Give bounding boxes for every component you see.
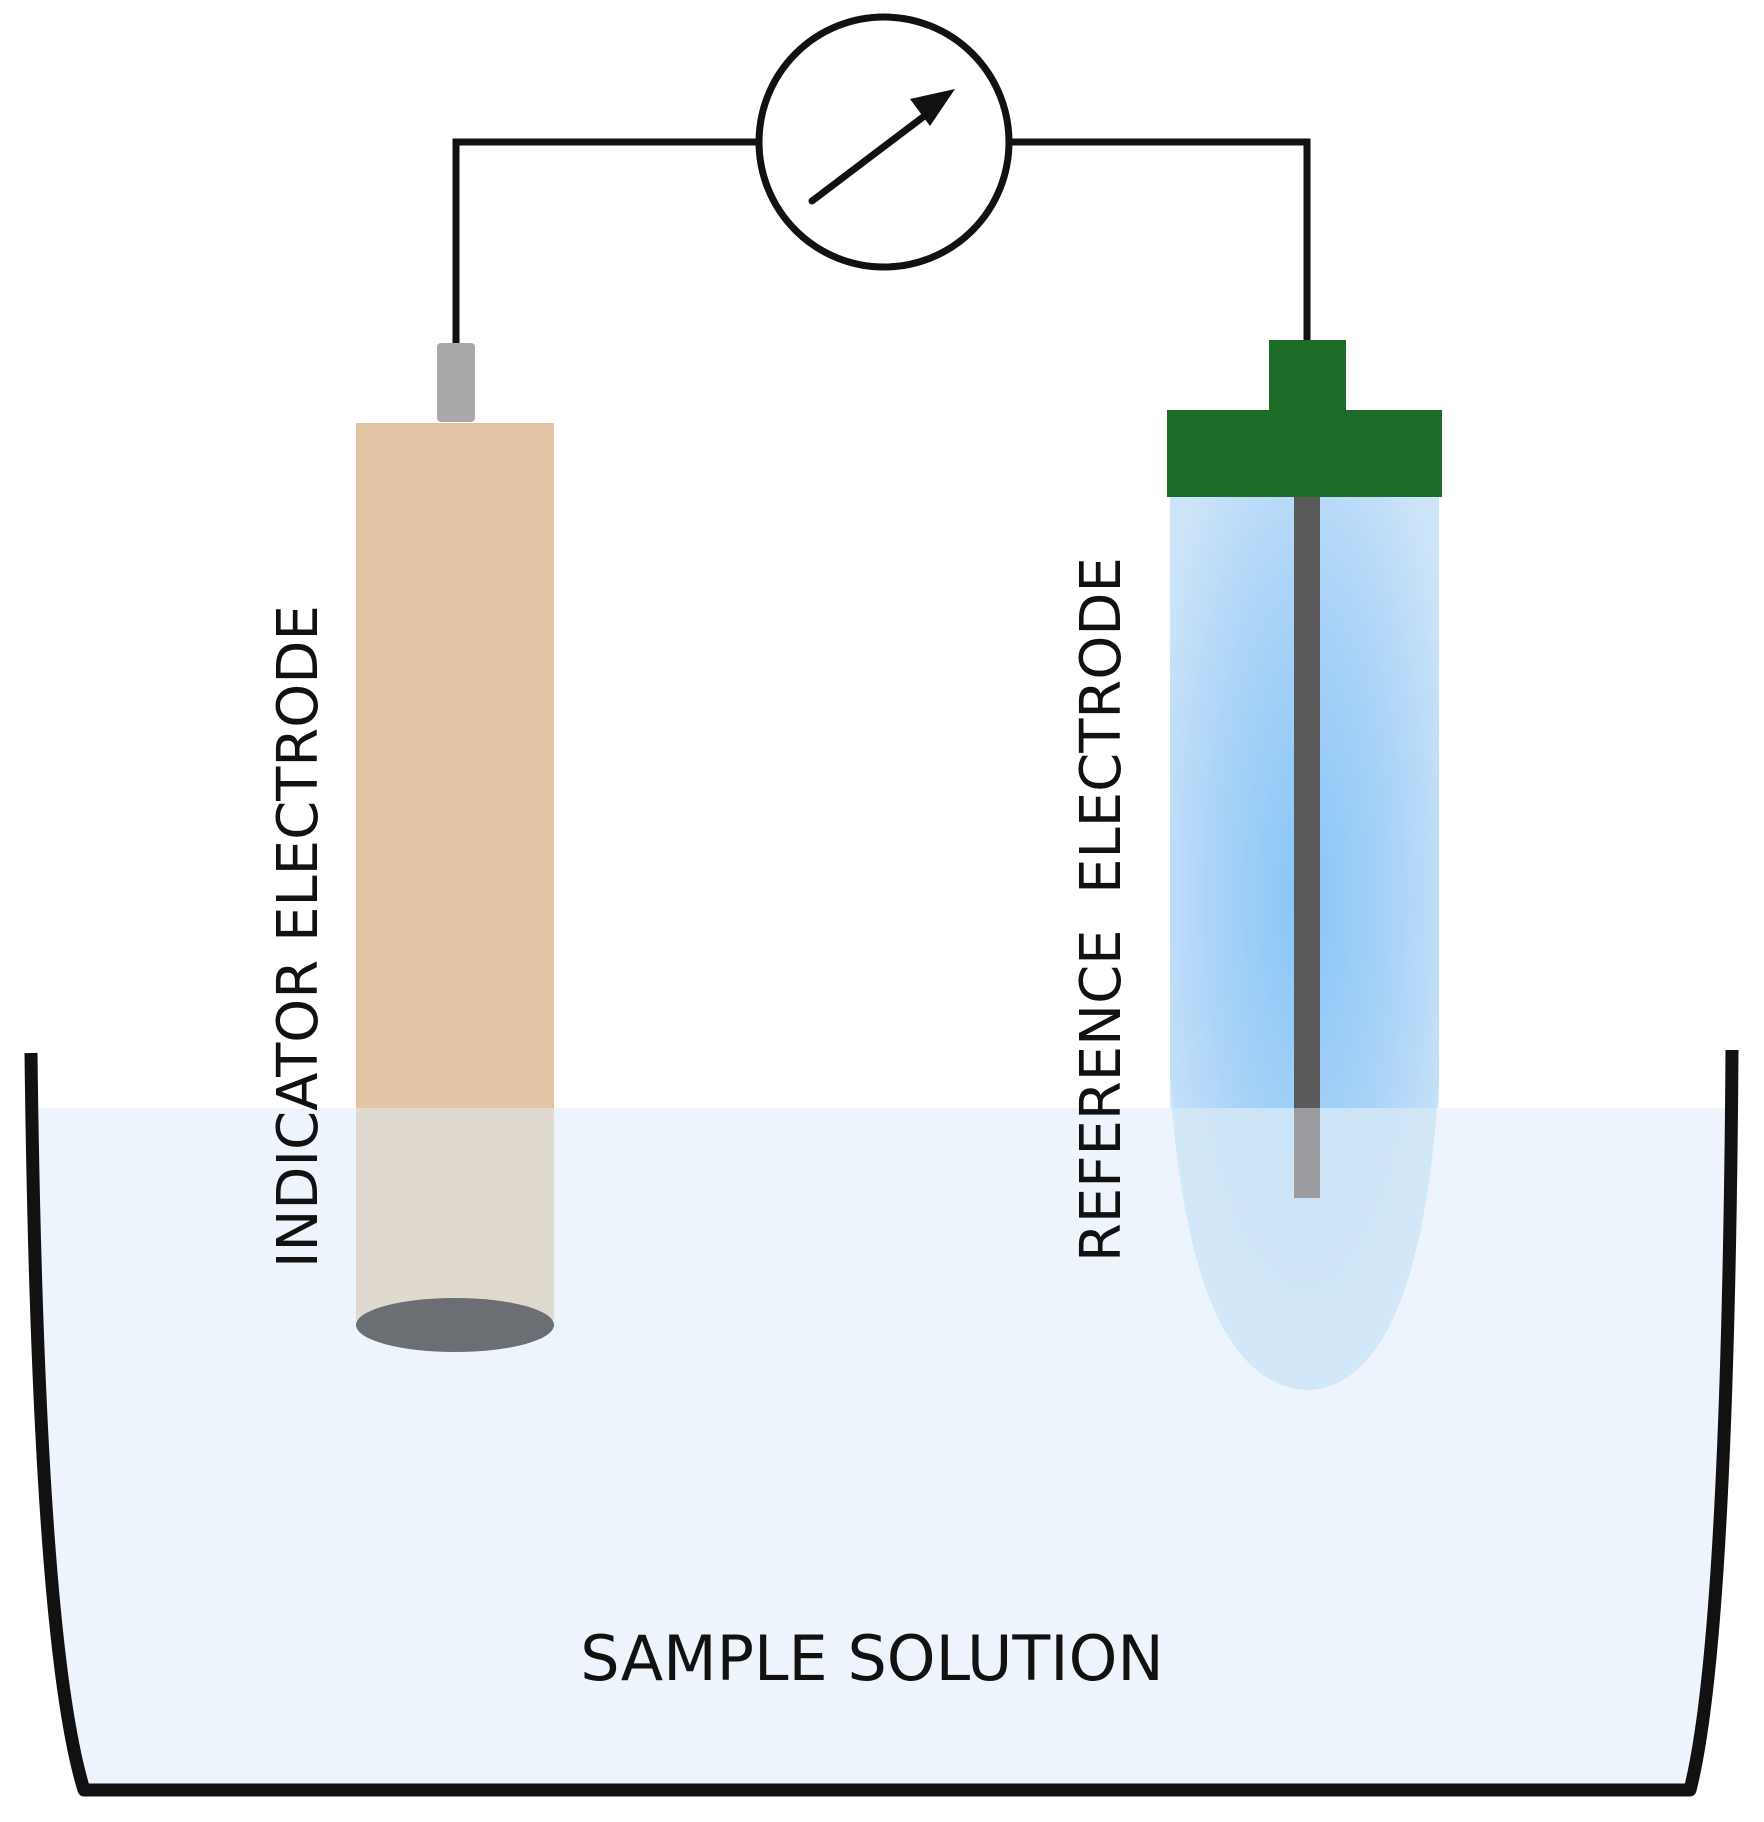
- reference-inner-rod-submerged: [1294, 1108, 1320, 1198]
- wire-right: [1010, 138, 1311, 340]
- indicator-electrode: [356, 343, 554, 1352]
- reference-inner-rod: [1294, 497, 1320, 1109]
- reference-electrode-body-submerged: [1170, 1080, 1439, 1390]
- indicator-body-submerged: [356, 1108, 554, 1320]
- reference-cap: [1167, 410, 1442, 497]
- wire-left: [452, 138, 758, 343]
- beaker-outline: [24, 1049, 1739, 1797]
- reference-cap-top: [1269, 340, 1346, 412]
- sample-solution-label: SAMPLE SOLUTION: [580, 1622, 1164, 1695]
- reference-electrode-label: REFERENCE ELECTRODE: [1069, 557, 1134, 1262]
- arrow-icon: [808, 89, 955, 205]
- indicator-sensing-tip: [356, 1298, 554, 1352]
- voltmeter-icon: [755, 13, 1013, 271]
- indicator-body: [356, 423, 554, 1109]
- indicator-electrode-label: INDICATOR ELECTRODE: [266, 605, 331, 1268]
- reference-electrode: [1167, 340, 1442, 1390]
- indicator-connector: [437, 343, 475, 422]
